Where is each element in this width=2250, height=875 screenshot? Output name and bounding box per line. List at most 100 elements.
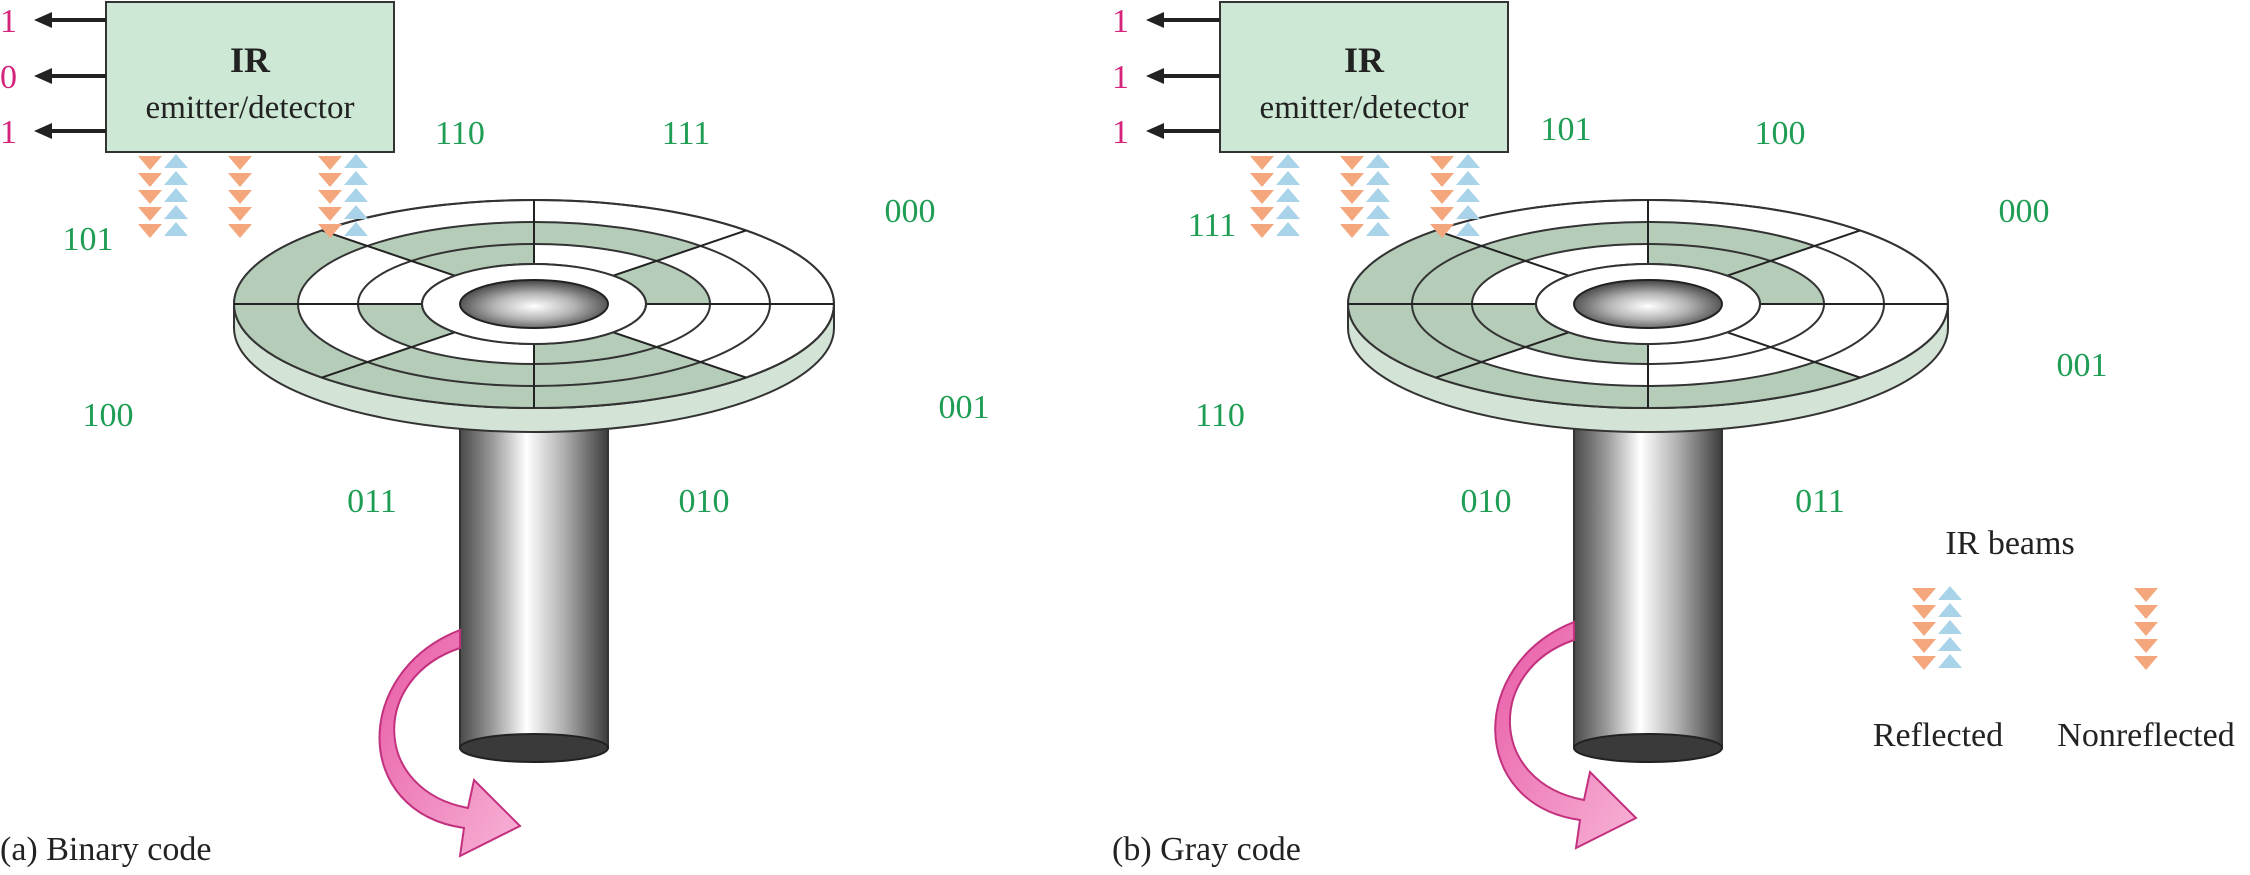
gray-sector-101-track-3	[1523, 332, 1648, 364]
gray-beam-3-down-triangle-2	[1430, 173, 1454, 187]
gray-beam-1-down-triangle-1	[1250, 156, 1274, 170]
legend-reflected-up-triangle-3	[1938, 620, 1962, 634]
binary-code-label-001: 001	[939, 389, 990, 426]
legend-nonreflected-down-triangle-3	[2134, 622, 2158, 636]
binary-sector-divider-2	[612, 229, 747, 277]
binary-sector-100-track-1	[234, 230, 368, 304]
gray-code-panel: IR emitter/detector 1 1 1 000 001 011 01…	[1112, 1, 2108, 868]
binary-ir-beams	[138, 154, 368, 238]
gray-beam-1-up-triangle-5	[1276, 222, 1300, 236]
gray-output-bit-1: 1	[1112, 3, 1129, 40]
legend-reflected-down-triangle-5	[1912, 656, 1936, 670]
gray-shaft-hole	[1573, 279, 1723, 329]
binary-beam-3-up-triangle-4	[344, 205, 368, 219]
gray-beam-3-up-triangle-3	[1456, 188, 1480, 202]
binary-sector-011-track-2	[367, 222, 534, 262]
gray-beam-1-reflected	[1250, 154, 1300, 238]
gray-sector-110-track-1	[1348, 230, 1482, 304]
binary-beam-1-down-triangle-2	[138, 173, 162, 187]
binary-output-bit-3: 1	[0, 114, 17, 151]
gray-code-label-010: 010	[1461, 483, 1512, 520]
gray-sector-001-track-3	[1727, 261, 1824, 304]
binary-beam-3-up-triangle-2	[344, 171, 368, 185]
binary-beam-1-down-triangle-1	[138, 156, 162, 170]
gray-output-bit-2: 1	[1112, 59, 1129, 96]
binary-beam-1-reflected	[138, 154, 188, 238]
legend-reflected-down-triangle-3	[1912, 622, 1936, 636]
binary-output-bits: 1 0 1	[0, 3, 106, 151]
legend-nonreflected-down-triangle-5	[2134, 656, 2158, 670]
gray-beam-3-down-triangle-1	[1430, 156, 1454, 170]
gray-output-bit-3: 1	[1112, 114, 1129, 151]
gray-hub-ring	[1535, 263, 1761, 345]
binary-beam-1-up-triangle-3	[164, 188, 188, 202]
binary-ir-emitter-detector: IR emitter/detector	[105, 1, 395, 153]
gray-beam-1-down-triangle-4	[1250, 207, 1274, 221]
gray-sector-divider-2	[1726, 229, 1861, 277]
binary-code-label-100: 100	[83, 397, 134, 434]
binary-caption: (a) Binary code	[0, 831, 211, 868]
gray-beam-2-down-triangle-3	[1340, 190, 1364, 204]
binary-beam-1-up-triangle-4	[164, 205, 188, 219]
binary-beam-1-down-triangle-4	[138, 207, 162, 221]
binary-sector-divider-6	[321, 331, 456, 379]
binary-beam-3-down-triangle-4	[318, 207, 342, 221]
binary-code-disc	[233, 199, 835, 433]
binary-sector-divider-4	[321, 229, 456, 277]
gray-beam-1-up-triangle-1	[1276, 154, 1300, 168]
gray-beam-2-up-triangle-5	[1366, 222, 1390, 236]
gray-beam-2-up-triangle-1	[1366, 154, 1390, 168]
binary-code-label-011: 011	[347, 483, 397, 520]
binary-code-label-010: 010	[679, 483, 730, 520]
legend-reflected-up-triangle-5	[1938, 654, 1962, 668]
binary-sector-divider-8	[612, 331, 747, 379]
binary-beam-3-down-triangle-2	[318, 173, 342, 187]
gray-sector-divider-4	[1435, 229, 1570, 277]
legend-reflected-label: Reflected	[1873, 717, 2003, 754]
gray-beam-2-up-triangle-2	[1366, 171, 1390, 185]
gray-sector-111-track-3	[1472, 304, 1569, 347]
binary-output-arrowhead-2	[34, 68, 52, 84]
gray-sector-011-track-3	[1648, 244, 1773, 276]
gray-beam-2-down-triangle-5	[1340, 224, 1364, 238]
binary-sector-labels: 000 001 010 011 100 101 110 111	[63, 115, 990, 520]
gray-beam-1-down-triangle-3	[1250, 190, 1274, 204]
gray-code-label-000: 000	[1999, 193, 2050, 230]
gray-code-label-111: 111	[1188, 207, 1236, 244]
binary-code-label-101: 101	[63, 221, 114, 258]
binary-beam-2-nonreflected	[228, 156, 252, 238]
legend-reflected-up-triangle-2	[1938, 603, 1962, 617]
binary-sector-111-track-1	[534, 361, 747, 408]
gray-sector-110-track-2	[1412, 246, 1524, 304]
gray-sector-111-track-1	[1348, 304, 1482, 378]
binary-code-label-000: 000	[885, 193, 936, 230]
gray-code-label-100: 100	[1755, 115, 1806, 152]
gray-beam-3-down-triangle-4	[1430, 207, 1454, 221]
binary-sector-111-track-2	[534, 346, 701, 386]
binary-beam-2-down-triangle-4	[228, 207, 252, 221]
gray-code-label-101: 101	[1541, 111, 1592, 148]
gray-output-arrowhead-3	[1146, 123, 1164, 139]
gray-beam-2-up-triangle-4	[1366, 205, 1390, 219]
gray-sector-010-track-2	[1481, 222, 1648, 262]
binary-beam-1-down-triangle-3	[138, 190, 162, 204]
binary-box-title: IR	[230, 40, 271, 80]
binary-beam-3-reflected	[318, 154, 368, 238]
legend-nonreflected-down-triangle-2	[2134, 605, 2158, 619]
binary-output-bit-1: 1	[0, 3, 17, 40]
gray-output-arrowhead-2	[1146, 68, 1164, 84]
binary-beam-3-up-triangle-5	[344, 222, 368, 236]
binary-code-label-110: 110	[435, 115, 485, 152]
gray-beam-2-down-triangle-1	[1340, 156, 1364, 170]
binary-code-label-111: 111	[662, 115, 710, 152]
binary-beam-2-down-triangle-1	[228, 156, 252, 170]
gray-beam-1-up-triangle-4	[1276, 205, 1300, 219]
legend-nonreflected-down-triangle-4	[2134, 639, 2158, 653]
gray-beam-3-up-triangle-2	[1456, 171, 1480, 185]
binary-beam-2-down-triangle-2	[228, 173, 252, 187]
gray-ir-beams	[1250, 154, 1480, 238]
gray-output-bits: 1 1 1	[1112, 3, 1220, 151]
gray-code-label-011: 011	[1795, 483, 1845, 520]
binary-beam-3-down-triangle-5	[318, 224, 342, 238]
